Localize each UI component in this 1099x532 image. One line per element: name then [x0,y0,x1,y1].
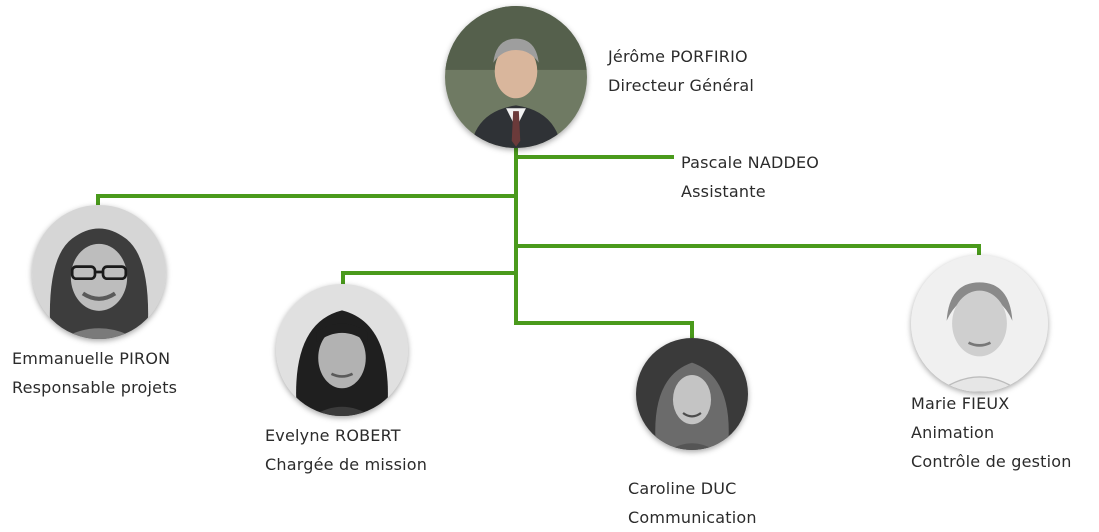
portrait-icon [32,205,166,339]
robert-photo [276,284,408,416]
fieux-connector [514,244,981,258]
ceo-name: Jérôme PORFIRIO [608,47,748,66]
duc-connector [514,321,694,340]
duc-photo [636,338,748,450]
assistant-name: Pascale NADDEO [681,153,820,172]
duc-label: Caroline DUC Communication [628,474,757,532]
fieux-name: Marie FIEUX [911,394,1010,413]
fieux-photo [911,255,1048,392]
fieux-label: Marie FIEUX Animation Contrôle de gestio… [911,389,1072,476]
piron-name: Emmanuelle PIRON [12,349,171,368]
robert-role: Chargée de mission [265,455,428,474]
robert-label: Evelyne ROBERT Chargée de mission [265,421,427,479]
piron-label: Emmanuelle PIRON Responsable projets [12,344,177,402]
fieux-role-2: Contrôle de gestion [911,452,1072,471]
duc-role: Communication [628,508,757,527]
piron-connector [96,194,518,208]
ceo-label: Jérôme PORFIRIO Directeur Général [608,42,754,100]
piron-photo [32,205,166,339]
assistant-role: Assistante [681,182,766,201]
fieux-role-1: Animation [911,423,995,442]
robert-name: Evelyne ROBERT [265,426,401,445]
ceo-photo [445,6,587,148]
portrait-icon [636,338,748,450]
robert-connector [341,271,518,287]
portrait-icon [911,255,1048,392]
ceo-role: Directeur Général [608,76,755,95]
portrait-icon [276,284,408,416]
assistant-label: Pascale NADDEO Assistante [681,148,819,206]
piron-role: Responsable projets [12,378,178,397]
portrait-icon [445,6,587,148]
duc-name: Caroline DUC [628,479,737,498]
